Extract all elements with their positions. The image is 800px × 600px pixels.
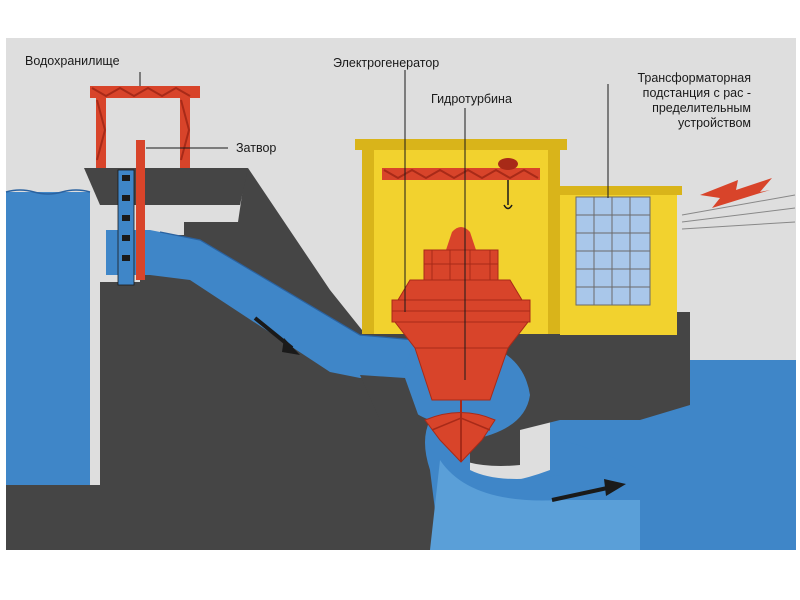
arrow-icon (253, 316, 300, 355)
turbine (393, 321, 530, 463)
penstock-water (106, 230, 415, 378)
intake-gate (117, 140, 145, 286)
label-turbine: Гидротурбина (431, 92, 512, 106)
label-gate: Затвор (236, 141, 276, 155)
powerhouse-crane (382, 158, 540, 210)
transformer-substation (555, 186, 682, 335)
reservoir-surface (5, 189, 91, 195)
dam-crest (84, 168, 248, 205)
generator (391, 227, 531, 372)
label-generator: Электрогенератор (333, 56, 439, 70)
label-substation-line1: Трансформаторная (637, 71, 751, 85)
label-substation-line4: устройством (678, 116, 751, 130)
arrow-icon (551, 479, 626, 502)
label-reservoir: Водохранилище (25, 54, 120, 68)
lightning-icon (700, 178, 772, 208)
casing-wall (360, 375, 420, 420)
outflow-water (430, 460, 640, 550)
dam-gantry-crane (90, 86, 200, 168)
label-substation-line2: подстанция с рас - (643, 86, 751, 100)
reservoir-water (6, 192, 90, 485)
penstock-edge (159, 231, 416, 341)
label-substation-line3: пределительным (652, 101, 751, 115)
transmission-lines (681, 194, 796, 230)
